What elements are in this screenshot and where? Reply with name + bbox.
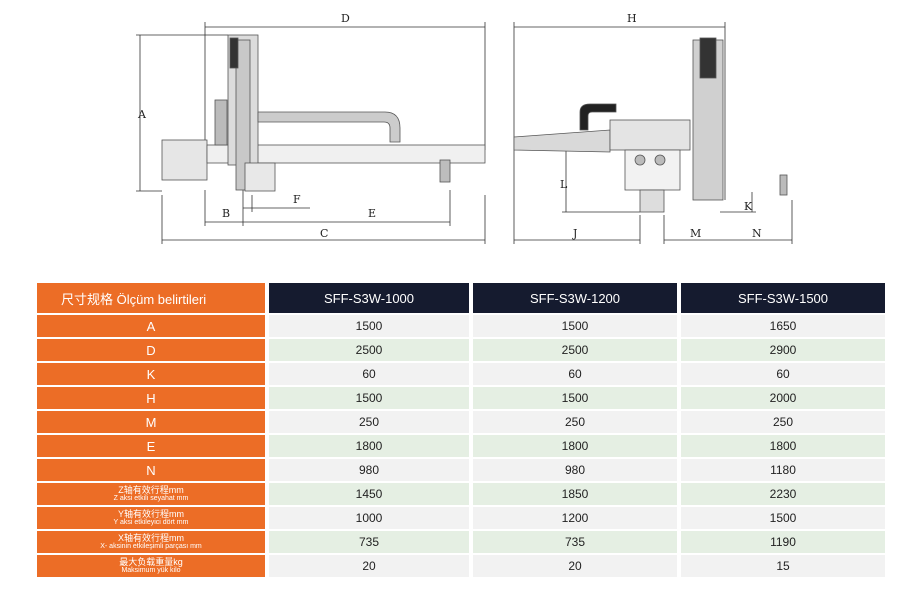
cell-value: 1500 [677,507,885,531]
table-header-row: 尺寸规格 Ölçüm belirtileri SFF-S3W-1000 SFF-… [37,283,885,315]
cell-value: 1500 [265,387,469,411]
row-label: X轴有效行程mm [118,533,184,543]
row-label: M [37,411,265,435]
cell-value: 1500 [469,387,677,411]
cell-value: 250 [677,411,885,435]
cell-value: 20 [469,555,677,579]
row-label: N [37,459,265,483]
cell-value: 1500 [265,315,469,339]
row-label: H [37,387,265,411]
header-model-2: SFF-S3W-1200 [469,283,677,315]
table-row: H 1500 1500 2000 [37,387,885,411]
cell-value: 20 [265,555,469,579]
row-label: E [37,435,265,459]
cell-value: 980 [469,459,677,483]
cell-value: 2500 [469,339,677,363]
table-row: A 1500 1500 1650 [37,315,885,339]
row-sublabel: X- aksinin etkileşimli parçası mm [100,543,202,550]
cell-value: 1200 [469,507,677,531]
cell-value: 1850 [469,483,677,507]
table-row: M 250 250 250 [37,411,885,435]
cell-value: 2900 [677,339,885,363]
cell-value: 1000 [265,507,469,531]
row-sublabel: Y aksi etkileyici dört mm [113,519,189,526]
cell-value: 250 [469,411,677,435]
cell-value: 1190 [677,531,885,555]
cell-value: 2500 [265,339,469,363]
cell-value: 15 [677,555,885,579]
dim-label-m: M [690,227,701,240]
table-row: D 2500 2500 2900 [37,339,885,363]
dim-label-j: J [572,227,577,240]
cell-value: 60 [677,363,885,387]
technical-drawing: D A B F E C H L J M K [136,12,793,244]
cell-value: 1650 [677,315,885,339]
dim-label-h: H [627,12,637,25]
dim-label-c: C [320,227,328,240]
row-label: D [37,339,265,363]
cell-value: 1500 [469,315,677,339]
cell-value: 2230 [677,483,885,507]
dim-label-d: D [341,12,350,25]
header-model-3: SFF-S3W-1500 [677,283,885,315]
header-label: 尺寸规格 Ölçüm belirtileri [37,283,265,315]
dim-label-e: E [368,207,376,220]
row-label: K [37,363,265,387]
table-row: E 1800 1800 1800 [37,435,885,459]
row-label-multiline: Y轴有效行程mm Y aksi etkileyici dört mm [37,507,265,531]
cell-value: 250 [265,411,469,435]
dim-label-k: K [744,200,753,213]
cell-value: 60 [265,363,469,387]
cell-value: 1180 [677,459,885,483]
row-sublabel: Maksimum yük kilo [121,567,181,574]
row-label: Z轴有效行程mm [118,485,184,495]
table-row: K 60 60 60 [37,363,885,387]
table-row: 最大负载重量kg Maksimum yük kilo 20 20 15 [37,555,885,579]
table-row: X轴有效行程mm X- aksinin etkileşimli parçası … [37,531,885,555]
header-model-1: SFF-S3W-1000 [265,283,469,315]
cell-value: 735 [265,531,469,555]
dim-label-a: A [137,108,147,121]
table-row: N 980 980 1180 [37,459,885,483]
cell-value: 1800 [469,435,677,459]
cell-value: 1450 [265,483,469,507]
row-label-multiline: Z轴有效行程mm Z aksi etkili seyahat mm [37,483,265,507]
dim-label-b: B [222,207,230,220]
cell-value: 735 [469,531,677,555]
cell-value: 980 [265,459,469,483]
row-label-multiline: X轴有效行程mm X- aksinin etkileşimli parçası … [37,531,265,555]
row-label: A [37,315,265,339]
cell-value: 1800 [677,435,885,459]
row-label: 最大负载重量kg [119,557,183,567]
row-label-multiline: 最大负载重量kg Maksimum yük kilo [37,555,265,579]
table-row: Y轴有效行程mm Y aksi etkileyici dört mm 1000 … [37,507,885,531]
cell-value: 1800 [265,435,469,459]
table-row: Z轴有效行程mm Z aksi etkili seyahat mm 1450 1… [37,483,885,507]
spec-table: 尺寸规格 Ölçüm belirtileri SFF-S3W-1000 SFF-… [37,283,885,579]
dim-label-f: F [293,193,301,206]
row-sublabel: Z aksi etkili seyahat mm [113,495,189,502]
dim-label-l: L [560,178,568,191]
cell-value: 2000 [677,387,885,411]
cell-value: 60 [469,363,677,387]
row-label: Y轴有效行程mm [118,509,184,519]
dim-label-n: N [752,227,762,240]
